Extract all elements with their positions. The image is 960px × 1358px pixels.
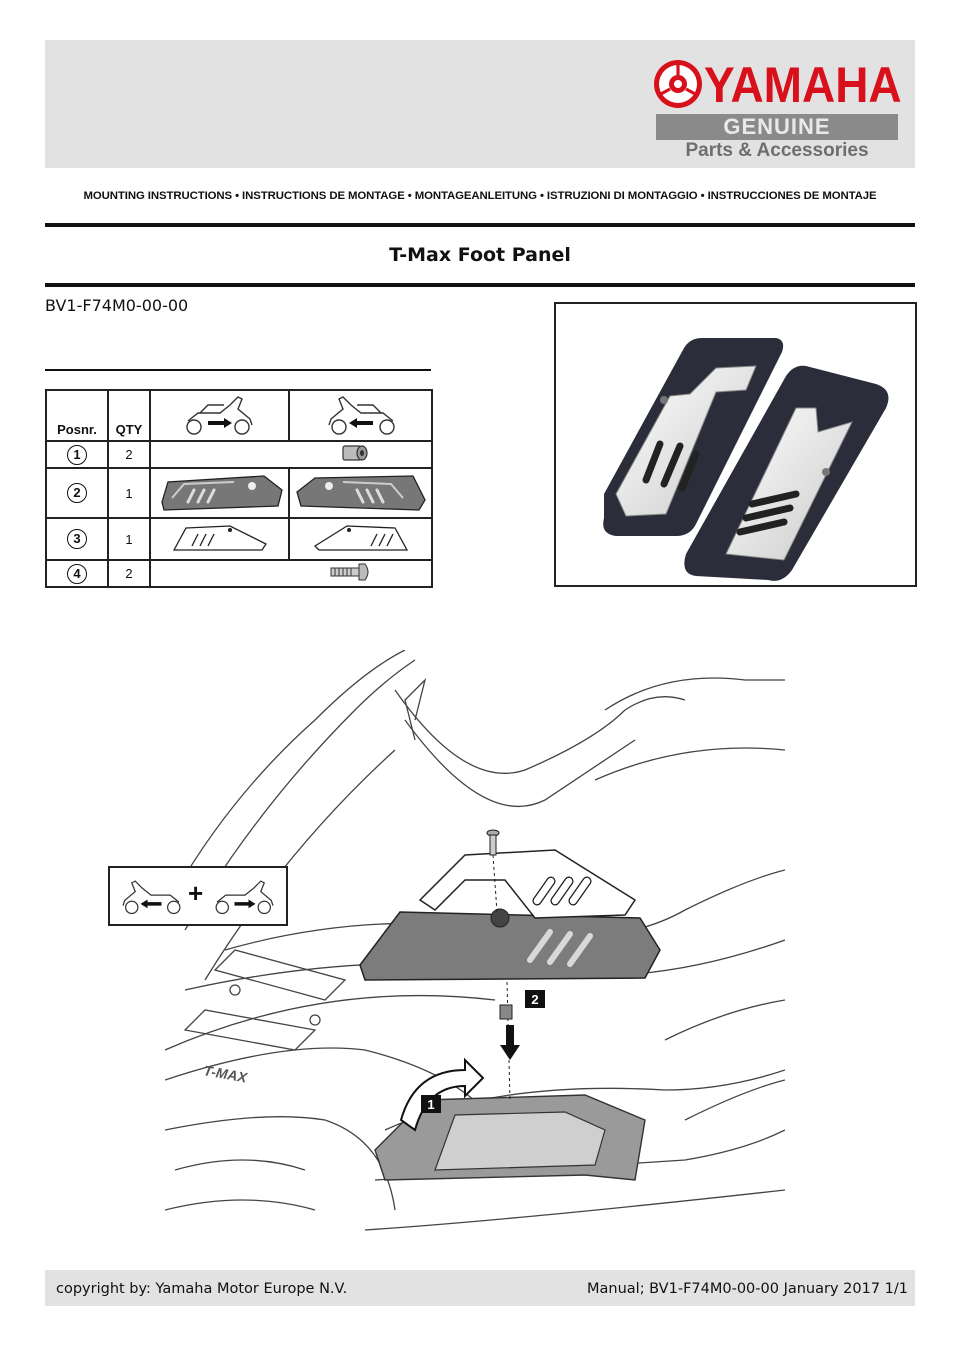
row-qty-cell: 2 xyxy=(107,559,151,588)
plus-sign: + xyxy=(188,878,204,908)
assembly-diagram: T-MAX 1 2 xyxy=(165,650,785,1231)
title-rule-bottom xyxy=(45,283,915,287)
base-panel-part xyxy=(359,911,661,981)
header-band xyxy=(45,40,915,168)
arrow-down-icon xyxy=(500,1025,520,1060)
row-pos-cell: 4 xyxy=(45,559,109,588)
row-pos-cell: 2 xyxy=(45,467,109,519)
row-part-image-cell xyxy=(288,517,433,561)
nut-part xyxy=(499,1004,513,1020)
part-number: BV1-F74M0-00-00 xyxy=(45,296,189,315)
table-row: 1 2 xyxy=(45,440,433,469)
row-qty-cell: 1 xyxy=(107,517,151,561)
aluminium-plate-right-icon xyxy=(172,524,267,551)
tuning-fork-emblem-icon xyxy=(654,60,702,108)
tmax-decal-icon: T-MAX xyxy=(202,1062,249,1086)
title-rule-top xyxy=(45,223,915,227)
brand-name: YAMAHA xyxy=(704,57,902,113)
row-part-image-cell xyxy=(149,517,290,561)
row-pos-cell: 3 xyxy=(45,517,109,561)
header-qty: QTY xyxy=(107,389,151,442)
row-part-image-cell xyxy=(149,559,433,588)
brand-tagline: Parts & Accessories xyxy=(685,140,869,161)
brand-genuine: GENUINE xyxy=(656,114,898,140)
footer-band xyxy=(45,1270,915,1306)
scooter-left-side-icon xyxy=(327,396,395,435)
manual-reference: Manual; BV1-F74M0-00-00 January 2017 1/1 xyxy=(587,1281,908,1297)
parts-table: Posnr. QTY 1 2 xyxy=(45,389,433,588)
row-qty-cell: 2 xyxy=(107,440,151,469)
nut-icon xyxy=(342,445,368,461)
row-part-image-cell xyxy=(149,440,433,469)
table-row: 3 1 xyxy=(45,517,433,561)
header-right-side xyxy=(149,389,290,442)
table-row: 4 2 xyxy=(45,559,433,588)
step-2-badge xyxy=(525,990,545,1008)
step-2-label: 2 xyxy=(531,992,538,1007)
both-sides-box: + xyxy=(108,866,288,926)
pos-number: 2 xyxy=(67,483,87,503)
foot-panel-base-left-icon xyxy=(295,474,426,511)
table-row: 2 1 xyxy=(45,467,433,519)
scooter-right-side-icon xyxy=(215,880,274,915)
product-photo xyxy=(554,302,917,587)
foot-panel-photo-image xyxy=(603,338,889,581)
screw-icon xyxy=(330,563,369,581)
row-pos-cell: 1 xyxy=(45,440,109,469)
header-left-side xyxy=(288,389,433,442)
table-rule xyxy=(45,369,431,371)
row-part-image-cell xyxy=(149,467,290,519)
foot-panel-base-right-icon xyxy=(160,474,283,511)
aluminium-plate-part xyxy=(418,849,637,919)
table-header-row: Posnr. QTY xyxy=(45,389,433,442)
pos-number: 4 xyxy=(67,563,87,584)
step-1-label: 1 xyxy=(427,1097,434,1112)
row-part-image-cell xyxy=(288,467,433,519)
row-qty-cell: 1 xyxy=(107,467,151,519)
step-1-badge xyxy=(421,1095,441,1113)
header-posnr: Posnr. xyxy=(45,389,109,442)
copyright-text: copyright by: Yamaha Motor Europe N.V. xyxy=(56,1281,348,1297)
scooter-right-side-icon xyxy=(185,396,253,435)
screw-part xyxy=(486,829,500,856)
pos-number: 1 xyxy=(67,444,87,465)
instructions-line: MOUNTING INSTRUCTIONS • INSTRUCTIONS DE … xyxy=(83,190,877,202)
scooter-left-side-icon xyxy=(122,880,181,915)
aluminium-plate-left-icon xyxy=(313,524,408,551)
pos-number: 3 xyxy=(67,529,87,549)
page-title: T-Max Foot Panel xyxy=(389,244,571,266)
yamaha-logo: YAMAHA GENUINE Parts & Accessories xyxy=(652,57,902,164)
